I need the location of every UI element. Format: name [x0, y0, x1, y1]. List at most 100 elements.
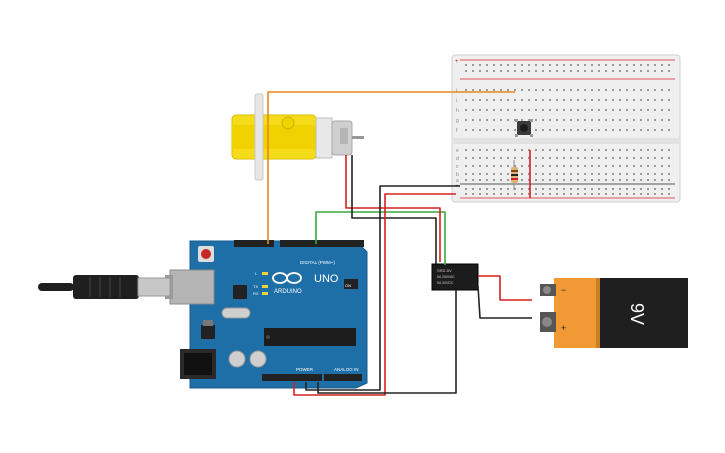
breadboard-hole	[584, 193, 586, 195]
breadboard-hole	[542, 193, 544, 195]
breadboard-hole	[668, 173, 670, 175]
breadboard-hole	[514, 89, 516, 91]
breadboard-hole	[619, 179, 621, 181]
breadboard-hole	[619, 173, 621, 175]
breadboard-hole	[563, 165, 565, 167]
breadboard-hole	[577, 179, 579, 181]
arduino-uno-board[interactable]: ARDUINO UNO DIGITAL (PWM~) POWER ANALOG …	[165, 240, 368, 389]
breadboard-hole	[570, 119, 572, 121]
breadboard-hole	[556, 119, 558, 121]
breadboard-hole	[465, 129, 467, 131]
breadboard-hole	[619, 157, 621, 159]
breadboard-hole	[556, 109, 558, 111]
svg-text:b: b	[456, 172, 459, 178]
breadboard-hole	[584, 149, 586, 151]
breadboard-hole	[626, 129, 628, 131]
breadboard-hole	[535, 99, 537, 101]
breadboard-hole	[500, 109, 502, 111]
breadboard-hole	[584, 70, 586, 72]
breadboard-hole	[556, 157, 558, 159]
breadboard-hole	[654, 179, 656, 181]
wire-black-motor	[351, 155, 437, 264]
breadboard-hole	[521, 165, 523, 167]
breadboard-hole	[486, 89, 488, 91]
breadboard-hole	[486, 129, 488, 131]
breadboard-hole	[661, 129, 663, 131]
breadboard-hole	[549, 179, 551, 181]
breadboard-hole	[479, 89, 481, 91]
breadboard-hole	[633, 173, 635, 175]
breadboard-hole	[542, 188, 544, 190]
breadboard-hole	[549, 64, 551, 66]
breadboard-hole	[647, 149, 649, 151]
breadboard-hole	[549, 173, 551, 175]
breadboard-hole	[647, 179, 649, 181]
breadboard-hole	[507, 173, 509, 175]
breadboard-hole	[507, 179, 509, 181]
breadboard-hole	[640, 129, 642, 131]
breadboard-hole	[535, 157, 537, 159]
breadboard-hole	[647, 188, 649, 190]
breadboard-hole	[542, 70, 544, 72]
breadboard-hole	[584, 119, 586, 121]
svg-text:c: c	[456, 164, 459, 170]
dc-gear-motor[interactable]	[231, 93, 364, 181]
rail-plus-sign: +	[455, 59, 459, 65]
breadboard-hole	[500, 188, 502, 190]
breadboard-hole	[612, 193, 614, 195]
breadboard-hole	[570, 193, 572, 195]
breadboard-hole	[472, 173, 474, 175]
svg-text:f: f	[456, 128, 458, 134]
breadboard-hole	[570, 129, 572, 131]
breadboard-hole	[598, 109, 600, 111]
resistor[interactable]	[511, 160, 518, 190]
breadboard-hole	[619, 165, 621, 167]
breadboard-hole	[640, 188, 642, 190]
breadboard-hole	[479, 129, 481, 131]
breadboard-hole	[626, 157, 628, 159]
breadboard-hole	[542, 173, 544, 175]
on-led-label: ON	[345, 283, 351, 288]
breadboard-hole	[514, 129, 516, 131]
svg-text:d: d	[456, 156, 459, 162]
breadboard-hole	[563, 188, 565, 190]
breadboard-hole	[626, 64, 628, 66]
breadboard-hole	[514, 99, 516, 101]
breadboard-hole	[598, 64, 600, 66]
breadboard-hole	[486, 70, 488, 72]
pushbutton[interactable]	[515, 119, 533, 137]
breadboard[interactable]: + − j i h g f e d c b a	[451, 54, 681, 203]
breadboard-hole	[612, 149, 614, 151]
battery-9v[interactable]: − + 9V	[540, 278, 688, 348]
breadboard-hole	[640, 109, 642, 111]
breadboard-hole	[570, 109, 572, 111]
breadboard-hole	[584, 157, 586, 159]
breadboard-hole	[486, 179, 488, 181]
row-letters-bottom: e d c b a	[456, 148, 459, 184]
breadboard-hole	[612, 89, 614, 91]
breadboard-hole	[528, 70, 530, 72]
svg-text:j: j	[455, 88, 457, 94]
breadboard-hole	[514, 157, 516, 159]
breadboard-hole	[514, 149, 516, 151]
breadboard-hole	[654, 165, 656, 167]
breadboard-hole	[661, 64, 663, 66]
breadboard-hole	[493, 119, 495, 121]
breadboard-hole	[556, 165, 558, 167]
breadboard-hole	[479, 173, 481, 175]
breadboard-hole	[605, 109, 607, 111]
breadboard-hole	[465, 89, 467, 91]
breadboard-hole	[605, 188, 607, 190]
breadboard-hole	[598, 157, 600, 159]
relay-module[interactable]: SRD-5V 5A 250VAC 5A 30VDC	[431, 263, 479, 291]
breadboard-hole	[563, 64, 565, 66]
breadboard-hole	[563, 173, 565, 175]
breadboard-hole	[493, 188, 495, 190]
breadboard-hole	[472, 188, 474, 190]
breadboard-hole	[535, 149, 537, 151]
breadboard-hole	[619, 64, 621, 66]
breadboard-hole	[598, 99, 600, 101]
wire-red-battery	[478, 275, 532, 301]
arduino-model-label: UNO	[314, 273, 339, 285]
breadboard-hole	[647, 173, 649, 175]
